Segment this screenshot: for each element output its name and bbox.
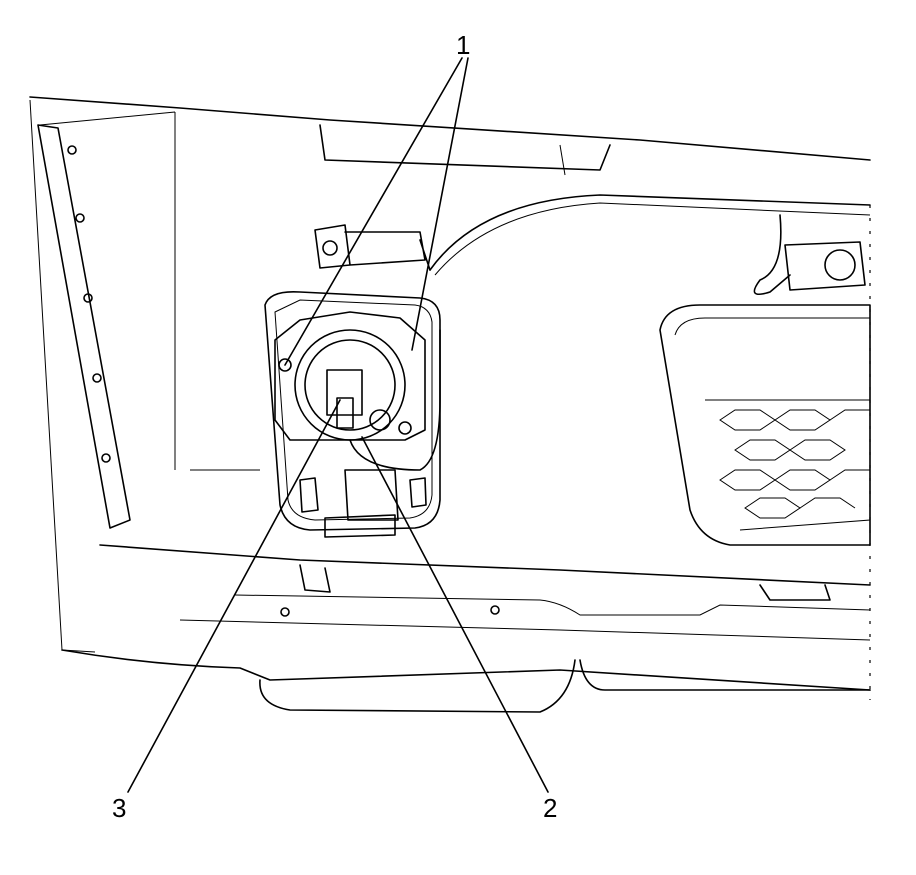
callout-2: 2 — [543, 793, 558, 823]
fog-lamp-opening — [264, 290, 441, 531]
right-connector — [784, 241, 866, 291]
lower-bumper — [99, 544, 871, 586]
leader-3 — [127, 399, 341, 793]
grille-mesh — [719, 409, 870, 519]
callout-1: 1 — [456, 30, 471, 60]
leader-lines — [127, 57, 549, 793]
fog-lamp — [274, 311, 441, 471]
left-harness-clip — [314, 224, 431, 271]
side-strip — [37, 124, 131, 529]
leader-1b — [411, 57, 469, 351]
leader-2 — [361, 436, 549, 793]
leader-1a — [284, 57, 463, 366]
strip-bolts — [67, 145, 111, 463]
upper-fascia — [29, 96, 871, 161]
grille-opening — [659, 304, 871, 546]
callout-3: 3 — [112, 793, 127, 823]
